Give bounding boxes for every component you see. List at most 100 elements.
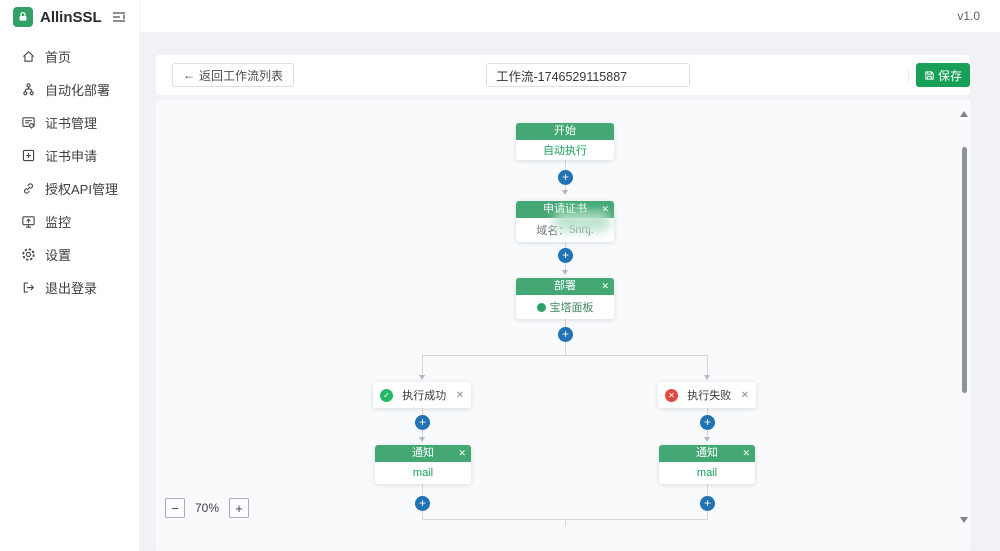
monitor-icon	[21, 214, 36, 229]
add-node-button[interactable]: +	[415, 415, 430, 430]
domain-value: 5nrtj.	[569, 224, 594, 236]
toolbar-divider	[908, 67, 909, 83]
close-icon[interactable]: ✕	[601, 281, 609, 291]
branch-split-line	[422, 355, 708, 356]
sidebar-item-api-manage[interactable]: 授权API管理	[0, 172, 139, 205]
workflow-icon	[21, 82, 36, 97]
back-arrow-icon: ←	[183, 68, 195, 82]
node-start-body: 自动执行	[543, 145, 587, 157]
plus-icon: +	[561, 170, 569, 184]
sidebar-item-label: 监控	[45, 215, 72, 230]
node-notify-body: mail	[412, 467, 434, 479]
app-logo-lock-icon	[13, 7, 33, 27]
add-node-button[interactable]: +	[558, 327, 573, 342]
node-notify-fail[interactable]: 通知 ✕ mail	[659, 445, 755, 484]
connector-line	[422, 355, 423, 375]
node-notify-success[interactable]: 通知 ✕ mail	[375, 445, 471, 484]
api-link-icon	[21, 181, 36, 196]
sidebar-collapse-icon[interactable]	[111, 9, 127, 25]
logo-row: AllinSSL	[0, 0, 139, 34]
add-node-button[interactable]: +	[558, 170, 573, 185]
sidebar-item-label: 证书管理	[45, 116, 98, 131]
workflow-name-input[interactable]	[486, 63, 690, 87]
workflow-toolbar: ← 返回工作流列表 保存	[156, 55, 970, 95]
success-check-icon: ✓	[380, 388, 393, 402]
sidebar-item-settings[interactable]: 设置	[0, 238, 139, 271]
sidebar-item-label: 自动化部署	[45, 83, 111, 98]
zoom-level: 70%	[194, 501, 220, 515]
close-icon[interactable]: ✕	[458, 448, 466, 458]
logout-icon	[21, 280, 36, 295]
sidebar-item-auto-deploy[interactable]: 自动化部署	[0, 73, 139, 106]
plus-icon: +	[561, 248, 569, 262]
sidebar-item-monitor[interactable]: 监控	[0, 205, 139, 238]
arrowhead-icon	[419, 437, 425, 442]
back-to-workflow-list-button[interactable]: ← 返回工作流列表	[172, 63, 295, 87]
close-icon[interactable]: ✕	[455, 389, 464, 401]
arrowhead-icon	[419, 375, 425, 380]
add-node-button[interactable]: +	[700, 496, 715, 511]
plus-icon: +	[418, 415, 426, 429]
save-icon	[925, 70, 934, 80]
close-icon[interactable]: ✕	[740, 389, 749, 401]
check-glyph: ✓	[383, 390, 390, 400]
branch-success[interactable]: ✓ 执行成功 ✕	[373, 382, 471, 408]
branch-fail-label: 执行失败	[687, 390, 732, 402]
top-header-bar: v1.0	[0, 0, 1000, 33]
save-button[interactable]: 保存	[916, 63, 970, 87]
node-start[interactable]: 开始 自动执行	[516, 123, 614, 160]
vertical-scrollbar-thumb[interactable]	[962, 147, 967, 393]
home-icon	[21, 49, 36, 64]
canvas-zoom-controls: − 70% +	[165, 498, 249, 518]
app-version: v1.0	[957, 9, 980, 23]
sidebar-item-cert-apply[interactable]: 证书申请	[0, 139, 139, 172]
add-node-button[interactable]: +	[700, 415, 715, 430]
zoom-in-button[interactable]: +	[229, 498, 249, 518]
connector-line	[565, 519, 566, 526]
node-deploy[interactable]: 部署 ✕ 宝塔面板	[516, 278, 614, 319]
sidebar-item-label: 退出登录	[45, 281, 98, 296]
certificate-apply-icon	[21, 148, 36, 163]
sidebar-item-label: 首页	[45, 50, 72, 65]
node-apply-cert[interactable]: 申请证书 ✕ 域名： 5nrtj.	[516, 201, 614, 242]
plus-icon: +	[703, 415, 711, 429]
add-node-button[interactable]: +	[558, 248, 573, 263]
cross-glyph: ✕	[668, 390, 675, 400]
scroll-up-arrow-icon[interactable]	[960, 111, 968, 117]
arrowhead-icon	[704, 437, 710, 442]
deploy-target-label: 宝塔面板	[549, 302, 594, 314]
connector-line	[707, 355, 708, 375]
save-button-label: 保存	[937, 68, 962, 83]
certificate-icon	[21, 115, 36, 130]
sidebar-item-label: 授权API管理	[45, 182, 118, 197]
scroll-down-arrow-icon[interactable]	[960, 517, 968, 523]
arrowhead-icon	[562, 270, 568, 275]
branch-success-label: 执行成功	[402, 390, 447, 402]
arrowhead-icon	[704, 375, 710, 380]
plus-icon: +	[561, 327, 569, 341]
close-icon[interactable]: ✕	[601, 204, 609, 214]
sidebar-item-logout[interactable]: 退出登录	[0, 271, 139, 304]
fail-cross-icon: ✕	[665, 388, 678, 402]
sidebar: AllinSSL 首页 自动化部署 证书管理 证书申请 授权API管理 监控	[0, 0, 140, 551]
node-apply-cert-title: 申请证书	[543, 203, 587, 215]
plus-icon: +	[418, 496, 426, 510]
main-content: ← 返回工作流列表 保存 开始 自动执行	[140, 33, 1000, 551]
domain-label: 域名：	[536, 225, 570, 237]
branch-fail[interactable]: ✕ 执行失败 ✕	[658, 382, 756, 408]
node-start-title: 开始	[516, 123, 614, 140]
sidebar-item-label: 证书申请	[45, 149, 98, 164]
settings-icon	[21, 247, 36, 262]
plus-icon: +	[703, 496, 711, 510]
sidebar-item-home[interactable]: 首页	[0, 40, 139, 73]
close-icon[interactable]: ✕	[742, 448, 750, 458]
add-node-button[interactable]: +	[415, 496, 430, 511]
sidebar-item-cert-manage[interactable]: 证书管理	[0, 106, 139, 139]
node-deploy-title: 部署	[554, 280, 576, 292]
node-notify-title: 通知	[412, 447, 434, 459]
node-notify-title: 通知	[696, 447, 718, 459]
workflow-canvas[interactable]: 开始 自动执行 + 申请证书 ✕ 域名： 5nrtj. + 部署 ✕	[156, 100, 970, 551]
zoom-out-button[interactable]: −	[165, 498, 185, 518]
arrowhead-icon	[562, 190, 568, 195]
sidebar-item-label: 设置	[45, 248, 72, 263]
